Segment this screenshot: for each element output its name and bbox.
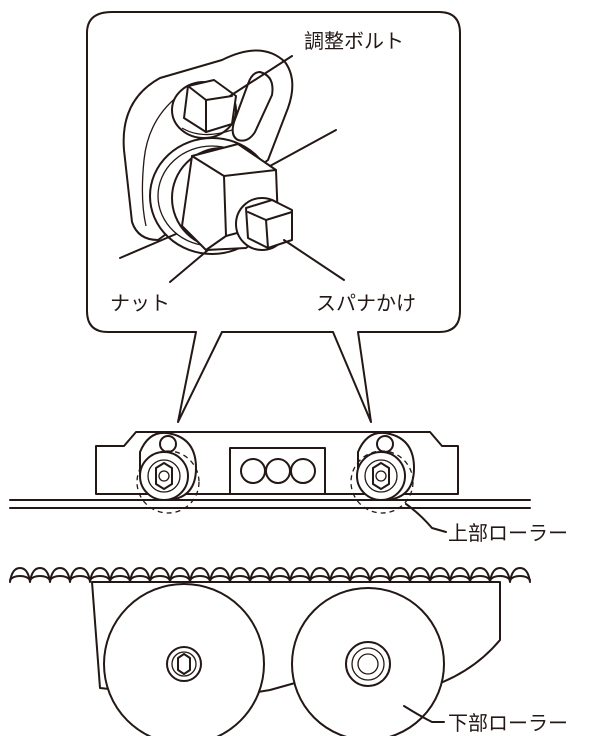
belt-and-lower-rollers [9, 567, 531, 736]
toothed-belt [9, 567, 531, 583]
label-spanner-flat: スパナかけ [316, 291, 416, 315]
adjust-bolt [171, 79, 237, 139]
upper-roller-right-marker [350, 450, 414, 514]
adjust-bolt-leader [229, 55, 293, 97]
bracket-edge [141, 95, 179, 227]
belt-base [9, 575, 531, 581]
upper-roller-left-marker [136, 450, 200, 514]
carriage-assembly [9, 431, 531, 533]
window-circle [290, 458, 316, 484]
spanner-leader [283, 239, 345, 281]
upper-roller-left [136, 431, 200, 514]
upper-roller-leader [405, 503, 447, 533]
bracket-slot [231, 71, 274, 142]
label-adjust-bolt: 調整ボルト [304, 29, 404, 53]
label-upper-roller: 上部ローラー [448, 521, 568, 545]
axis-line-left [119, 233, 177, 259]
nut-leader [169, 249, 209, 283]
label-nut: ナット [110, 291, 170, 315]
upper-roller-right [350, 431, 415, 514]
axis-line-right [269, 129, 337, 167]
label-lower-roller: 下部ローラー [448, 711, 568, 735]
window-circle [265, 458, 291, 484]
adjustment-assembly-zoom [119, 49, 345, 283]
lower-roller-left [103, 583, 265, 736]
window-circle [240, 458, 266, 484]
lower-roller-right [291, 587, 445, 736]
lower-roller-leader [403, 705, 445, 723]
spanner-flat-shaft [235, 197, 293, 251]
